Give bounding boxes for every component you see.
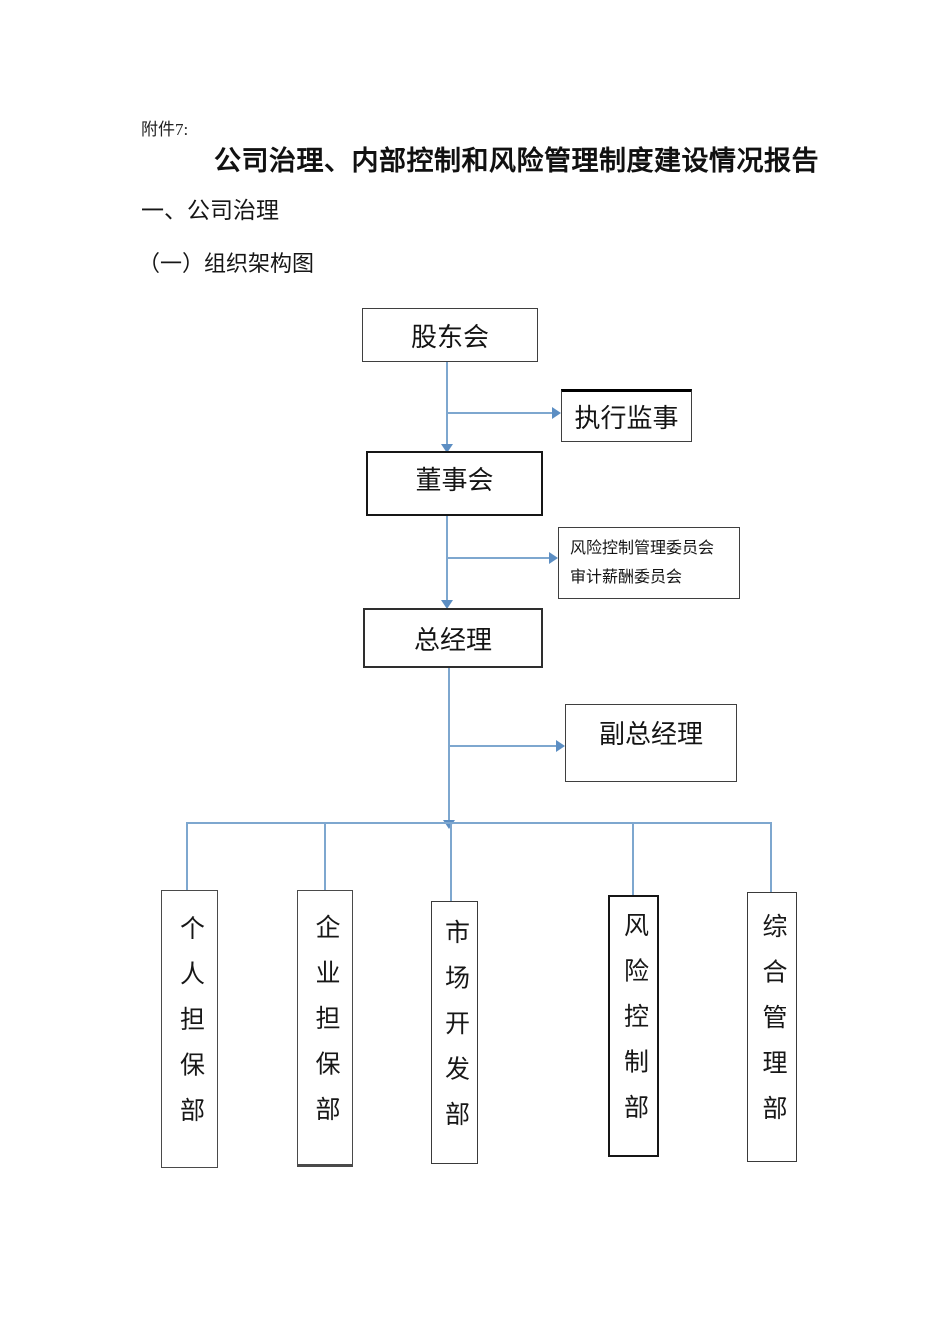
executive-supervisor-box: 执行监事 [561,389,692,442]
board-box: 董事会 [366,451,543,516]
executive-supervisor-label: 执行监事 [574,404,679,433]
connector-board-general-manager [446,516,448,602]
connector-to-committees [446,557,549,559]
shareholders-box: 股东会 [362,308,538,362]
page-title: 公司治理、内部控制和风险管理制度建设情况报告 [214,146,819,176]
department-bus-line [186,822,772,824]
arrowhead-into-committees-icon [549,552,558,564]
department-personal-guarantee-box: 个人担保部 [161,890,218,1168]
arrowhead-into-general-manager-icon [441,600,453,609]
board-label: 董事会 [415,466,494,495]
connector-to-deputy-general-manager [448,745,556,747]
drop-market-development [450,822,452,901]
deputy-general-manager-box: 副总经理 [565,704,737,782]
general-manager-box: 总经理 [363,608,543,668]
drop-personal-guarantee [186,822,188,890]
department-market-development-box: 市场开发部 [431,901,478,1164]
department-enterprise-guarantee-label: 企业担保部 [312,913,339,1142]
department-risk-control-box: 风险控制部 [608,895,659,1157]
deputy-general-manager-label: 副总经理 [598,720,703,749]
risk-control-committee-label: 风险控制管理委员会 [570,540,715,557]
department-general-management-label: 综合管理部 [759,913,786,1141]
department-enterprise-guarantee-box: 企业担保部 [297,890,353,1167]
department-market-development-label: 市场开发部 [441,918,469,1147]
arrowhead-into-department-bus-icon [443,820,455,829]
general-manager-label: 总经理 [413,625,492,655]
drop-enterprise-guarantee [324,822,326,890]
section-heading-corporate-governance: 一、公司治理 [141,198,279,223]
department-general-management-box: 综合管理部 [747,892,797,1162]
connector-shareholders-board [446,362,448,445]
arrowhead-into-board-icon [441,444,453,453]
arrowhead-into-deputy-general-manager-icon [556,740,565,752]
arrowhead-into-executive-supervisor-icon [552,407,561,419]
shareholders-label: 股东会 [410,322,489,352]
audit-compensation-committee-label: 审计薪酬委员会 [570,569,683,586]
connector-to-executive-supervisor [447,412,552,414]
department-personal-guarantee-label: 个人担保部 [176,915,204,1143]
department-risk-control-label: 风险控制部 [620,912,648,1140]
committees-box: 风险控制管理委员会 审计薪酬委员会 [558,527,740,599]
subsection-heading-org-chart: （一）组织架构图 [138,251,315,276]
drop-risk-control [632,822,634,895]
drop-general-management [770,822,772,892]
connector-general-manager-departments [448,668,450,820]
attachment-label: 附件7: [141,120,189,139]
